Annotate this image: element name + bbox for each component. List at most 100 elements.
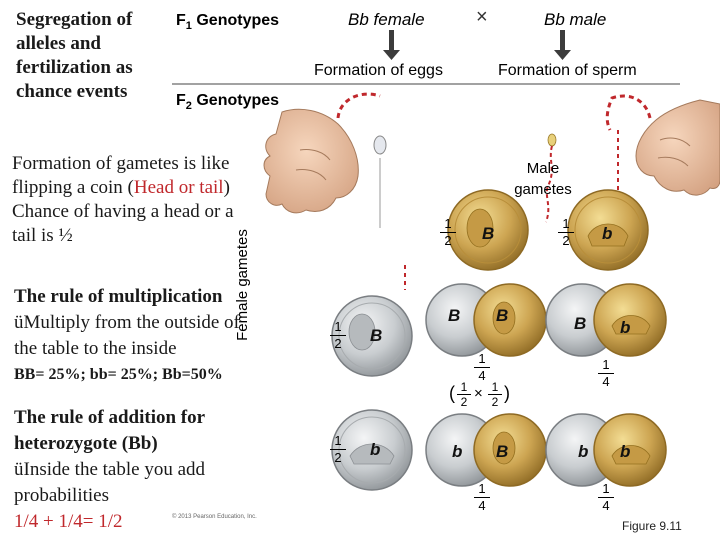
- title-line: fertilization as: [16, 57, 133, 78]
- frac-num: 1: [488, 381, 502, 395]
- frac-num: 1: [440, 217, 456, 233]
- frac-den: 4: [602, 374, 610, 389]
- product-open-paren: (: [449, 383, 455, 403]
- frac-den: 4: [602, 498, 610, 513]
- f1-sub: 1: [185, 20, 192, 33]
- analogy-line: flipping a coin (Head or tail): [12, 176, 234, 200]
- cell-bb-allele-1: b: [578, 442, 589, 461]
- slide-title: Segregation of alleles and fertilization…: [16, 8, 133, 104]
- male-allele-B: B: [482, 224, 495, 243]
- female-allele-b: b: [370, 440, 381, 459]
- frac-den: 2: [334, 336, 342, 351]
- title-line: alleles and: [16, 33, 101, 54]
- cell-Bb-allele-2: b: [620, 318, 631, 337]
- analogy-pre: flipping a coin (: [12, 177, 134, 198]
- frac-num: 1: [330, 320, 346, 336]
- cell-BB-allele-2: B: [496, 306, 509, 325]
- female-parent-text: Bb female: [348, 10, 425, 29]
- frac-num: 1: [558, 217, 574, 233]
- male-gametes-label: Male gametes: [508, 158, 578, 200]
- analogy-line: Formation of gametes is like: [12, 153, 230, 174]
- addition-line: probabilities: [14, 485, 109, 506]
- analogy-post: ): [223, 177, 230, 198]
- frac-den: 4: [478, 368, 486, 383]
- frac-den: 2: [491, 395, 499, 409]
- frac-den: 2: [334, 450, 342, 465]
- cell-bB-allele-1: b: [452, 442, 463, 461]
- multiplication-heading: The rule of multiplication: [14, 286, 223, 307]
- male-allele-b: b: [602, 224, 613, 243]
- multiplication-rule-block: The rule of multiplication üMultiply fro…: [14, 284, 240, 388]
- multiplication-line: üMultiply from the outside of: [14, 312, 240, 333]
- male-parent-text: Bb male: [544, 10, 607, 29]
- frac-num: 1: [474, 482, 490, 498]
- coin-analogy-text: Formation of gametes is like flipping a …: [12, 152, 234, 248]
- copyright-notice: © 2013 Pearson Education, Inc.: [172, 514, 257, 520]
- cell-bb-allele-2: b: [620, 442, 631, 461]
- egg-path-arc: [336, 92, 381, 119]
- frac-den: 4: [478, 498, 486, 513]
- frac-den: 2: [562, 233, 570, 248]
- female-coin-B: [331, 295, 413, 377]
- addition-sum: 1/4 + 1/4= 1/2: [14, 511, 123, 532]
- product-times: ×: [474, 385, 483, 402]
- cell-BB-allele-1: B: [448, 306, 461, 325]
- male-gametes-line: gametes: [514, 181, 572, 198]
- frac-num: 1: [330, 434, 346, 450]
- formation-sperm-label: Formation of sperm: [498, 62, 637, 79]
- frac-num: 1: [457, 381, 471, 395]
- f1-letter: F: [176, 12, 186, 29]
- title-line: chance events: [16, 81, 128, 102]
- frac-num: 1: [474, 352, 490, 368]
- f2-genotypes-label: F2 Genotypes: [176, 92, 279, 112]
- analogy-line: Chance of having a head or a: [12, 201, 234, 222]
- egg-icon: [373, 135, 387, 155]
- arrow-male-down-icon: [554, 30, 571, 60]
- addition-rule-block: The rule of addition for heterozygote (B…: [14, 405, 205, 535]
- addition-heading: The rule of addition for: [14, 407, 206, 428]
- cell-BB-coins: [425, 283, 547, 357]
- formation-eggs-label: Formation of eggs: [314, 62, 443, 79]
- male-coin-b: [567, 189, 649, 271]
- figure-caption: Figure 9.11: [622, 519, 682, 533]
- female-coin-b: [331, 409, 413, 491]
- analogy-line: tail is ½: [12, 225, 73, 246]
- female-parent-label: Bb female: [348, 10, 425, 30]
- female-hand-icon: [263, 108, 359, 214]
- frac-num: 1: [598, 358, 614, 374]
- cell-bb-coins: [545, 413, 667, 487]
- male-gametes-line: Male: [526, 160, 560, 177]
- title-line: Segregation of: [16, 9, 133, 30]
- f1-rest: Genotypes: [191, 12, 280, 29]
- sperm-path-arc: [605, 94, 652, 131]
- product-close-paren: ): [504, 383, 510, 403]
- frac-num: 1: [598, 482, 614, 498]
- f2-letter: F: [176, 92, 186, 109]
- addition-line: üInside the table you add: [14, 459, 206, 480]
- cell-Bb-allele-1: B: [574, 314, 587, 333]
- frac-den: 2: [444, 233, 452, 248]
- female-allele-B: B: [370, 326, 383, 345]
- male-parent-label: Bb male: [544, 10, 606, 30]
- sperm-icon: [545, 133, 557, 223]
- cell-Bb-top-coins: [545, 283, 667, 357]
- multiplication-line: the table to the inside: [14, 338, 177, 359]
- analogy-highlight: Head or tail: [133, 177, 224, 198]
- f2-rest: Genotypes: [191, 92, 280, 109]
- cell-bB-bottom-coins: [425, 413, 547, 487]
- male-hand-icon: [635, 99, 720, 196]
- female-gametes-label: Female gametes: [234, 229, 251, 341]
- f1-genotypes-label: F1 Genotypes: [176, 12, 279, 32]
- cell-bB-allele-2: B: [496, 442, 509, 461]
- cross-symbol: ×: [476, 6, 488, 28]
